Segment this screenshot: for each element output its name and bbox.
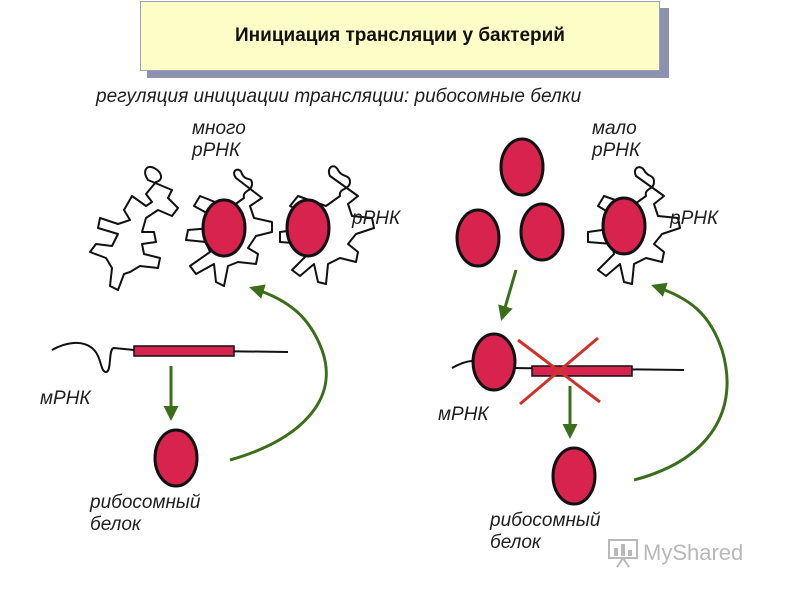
watermark: MyShared [607, 538, 743, 568]
feedback-arrow [229, 284, 328, 462]
ribosomal-protein-bound-mrna [471, 332, 517, 392]
amount-label-right: мало рРНК [592, 118, 641, 161]
slide-subtitle: регуляция инициации трансляции: рибосомн… [96, 86, 582, 107]
gene-region [531, 365, 633, 377]
amount-label-left: много рРНК [192, 118, 246, 161]
gene-region [133, 345, 235, 357]
ribosomal-protein-bound [285, 198, 331, 258]
watermark-text: MyShared [643, 540, 744, 565]
presentation-board-icon [608, 539, 638, 568]
title-box: Инициация трансляции у бактерий [140, 1, 660, 71]
slide-title: Инициация трансляции у бактерий [235, 25, 565, 46]
ribosomal-protein-bound [201, 198, 247, 258]
ribosomal-protein [153, 428, 199, 488]
rrna-molecule-bound [185, 168, 273, 287]
ribosomal-protein-free [519, 202, 565, 262]
rrna-label-right: рРНК [670, 208, 719, 229]
mrna-strand [51, 342, 289, 374]
ribosomal-protein-free [499, 137, 545, 197]
ribosomal-protein-bound [601, 196, 647, 256]
protein-label-right: рибосомный белок [490, 510, 601, 553]
rrna-molecule-free [89, 166, 179, 291]
mrna-label-left: мРНК [40, 388, 91, 409]
rrna-molecule-bound [279, 165, 375, 285]
binding-arrow [498, 269, 518, 321]
ribosomal-protein [551, 446, 597, 506]
ribosomal-protein-free [455, 208, 501, 268]
rrna-molecule-bound [587, 166, 681, 285]
rrna-label-left: рРНК [352, 208, 401, 229]
translation-blocked-cross [517, 336, 601, 406]
feedback-arrow [633, 282, 729, 482]
protein-label-left: рибосомный белок [90, 492, 201, 535]
mrna-label-right: мРНК [438, 404, 489, 425]
